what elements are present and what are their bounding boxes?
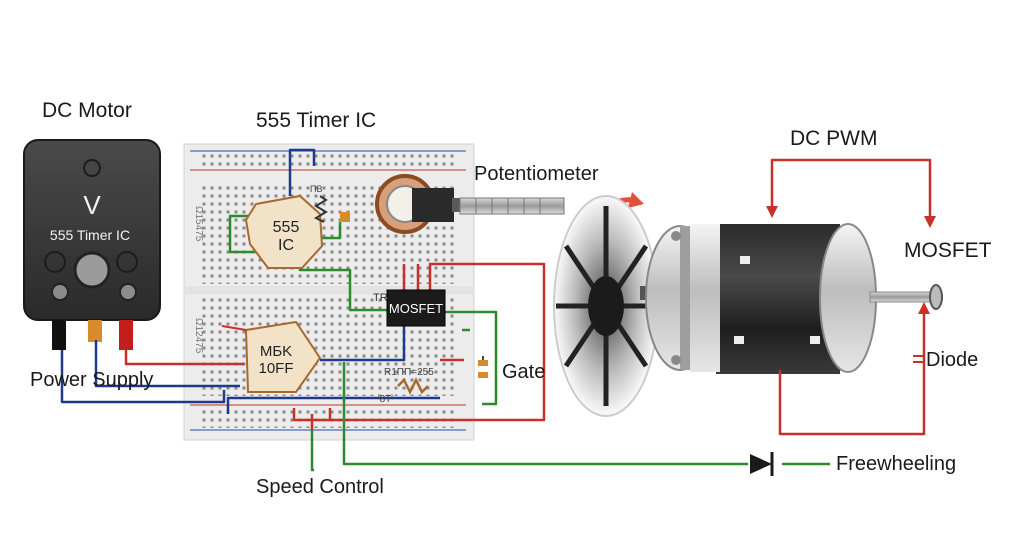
bottom-resistor (397, 377, 429, 395)
device-screen-text: 555 Timer IC (50, 227, 130, 243)
chip-mbk-pin (221, 325, 247, 331)
top-resistor (313, 195, 328, 223)
arrow-down-left (766, 206, 778, 218)
mosfet-chip (386, 289, 446, 327)
label-speed-control: Speed Control (256, 476, 384, 498)
label-freewheeling: Freewheeling (836, 453, 957, 475)
arrow-up-right (918, 302, 930, 314)
chip-555 (244, 194, 324, 269)
chip-mbk (244, 320, 322, 393)
gate-capacitor (478, 356, 488, 378)
device-symbol: V (83, 190, 101, 220)
top-resistor-label: ΠB (310, 184, 323, 194)
label-dc-pwm: DC PWM (790, 127, 878, 150)
breadboard-left-column-bottom: Ω12475 (193, 318, 204, 354)
label-diode: Diode (926, 349, 979, 371)
wires (60, 148, 830, 472)
resistor-label: R1ΠΠ=255 (384, 367, 434, 378)
arrow-down-right (924, 216, 936, 228)
label-555-timer-ic: 555 Timer IC (256, 109, 377, 132)
chip-mbk-line2: 10FF (258, 360, 293, 377)
breadboard-left-column-top: Ω15475 (193, 206, 204, 242)
tr-label: TR (373, 292, 388, 304)
diode-mark (913, 355, 923, 363)
chip-555-line2: IC (278, 237, 294, 254)
label-gate: Gate (502, 361, 546, 383)
motor-wires (770, 158, 932, 436)
freewheeling-diode (750, 452, 774, 476)
label-power-supply: Power Supply (30, 369, 154, 391)
chip-mbk-line1: MБK (260, 343, 292, 360)
small-capacitor (340, 212, 350, 222)
fan (553, 192, 659, 417)
breadboard (183, 143, 475, 441)
label-mosfet: MOSFET (904, 239, 992, 262)
chip-555-line1: 555 (273, 219, 300, 236)
motor (640, 223, 943, 374)
power-supply-device (23, 139, 161, 350)
mosfet-chip-label: MOSFET (389, 301, 443, 316)
potentiometer (375, 174, 565, 234)
label-dc-motor: DC Motor (42, 99, 132, 122)
small-board-label: ˡ8Tˡ (378, 394, 393, 405)
label-potentiometer: Potentiometer (474, 163, 599, 185)
